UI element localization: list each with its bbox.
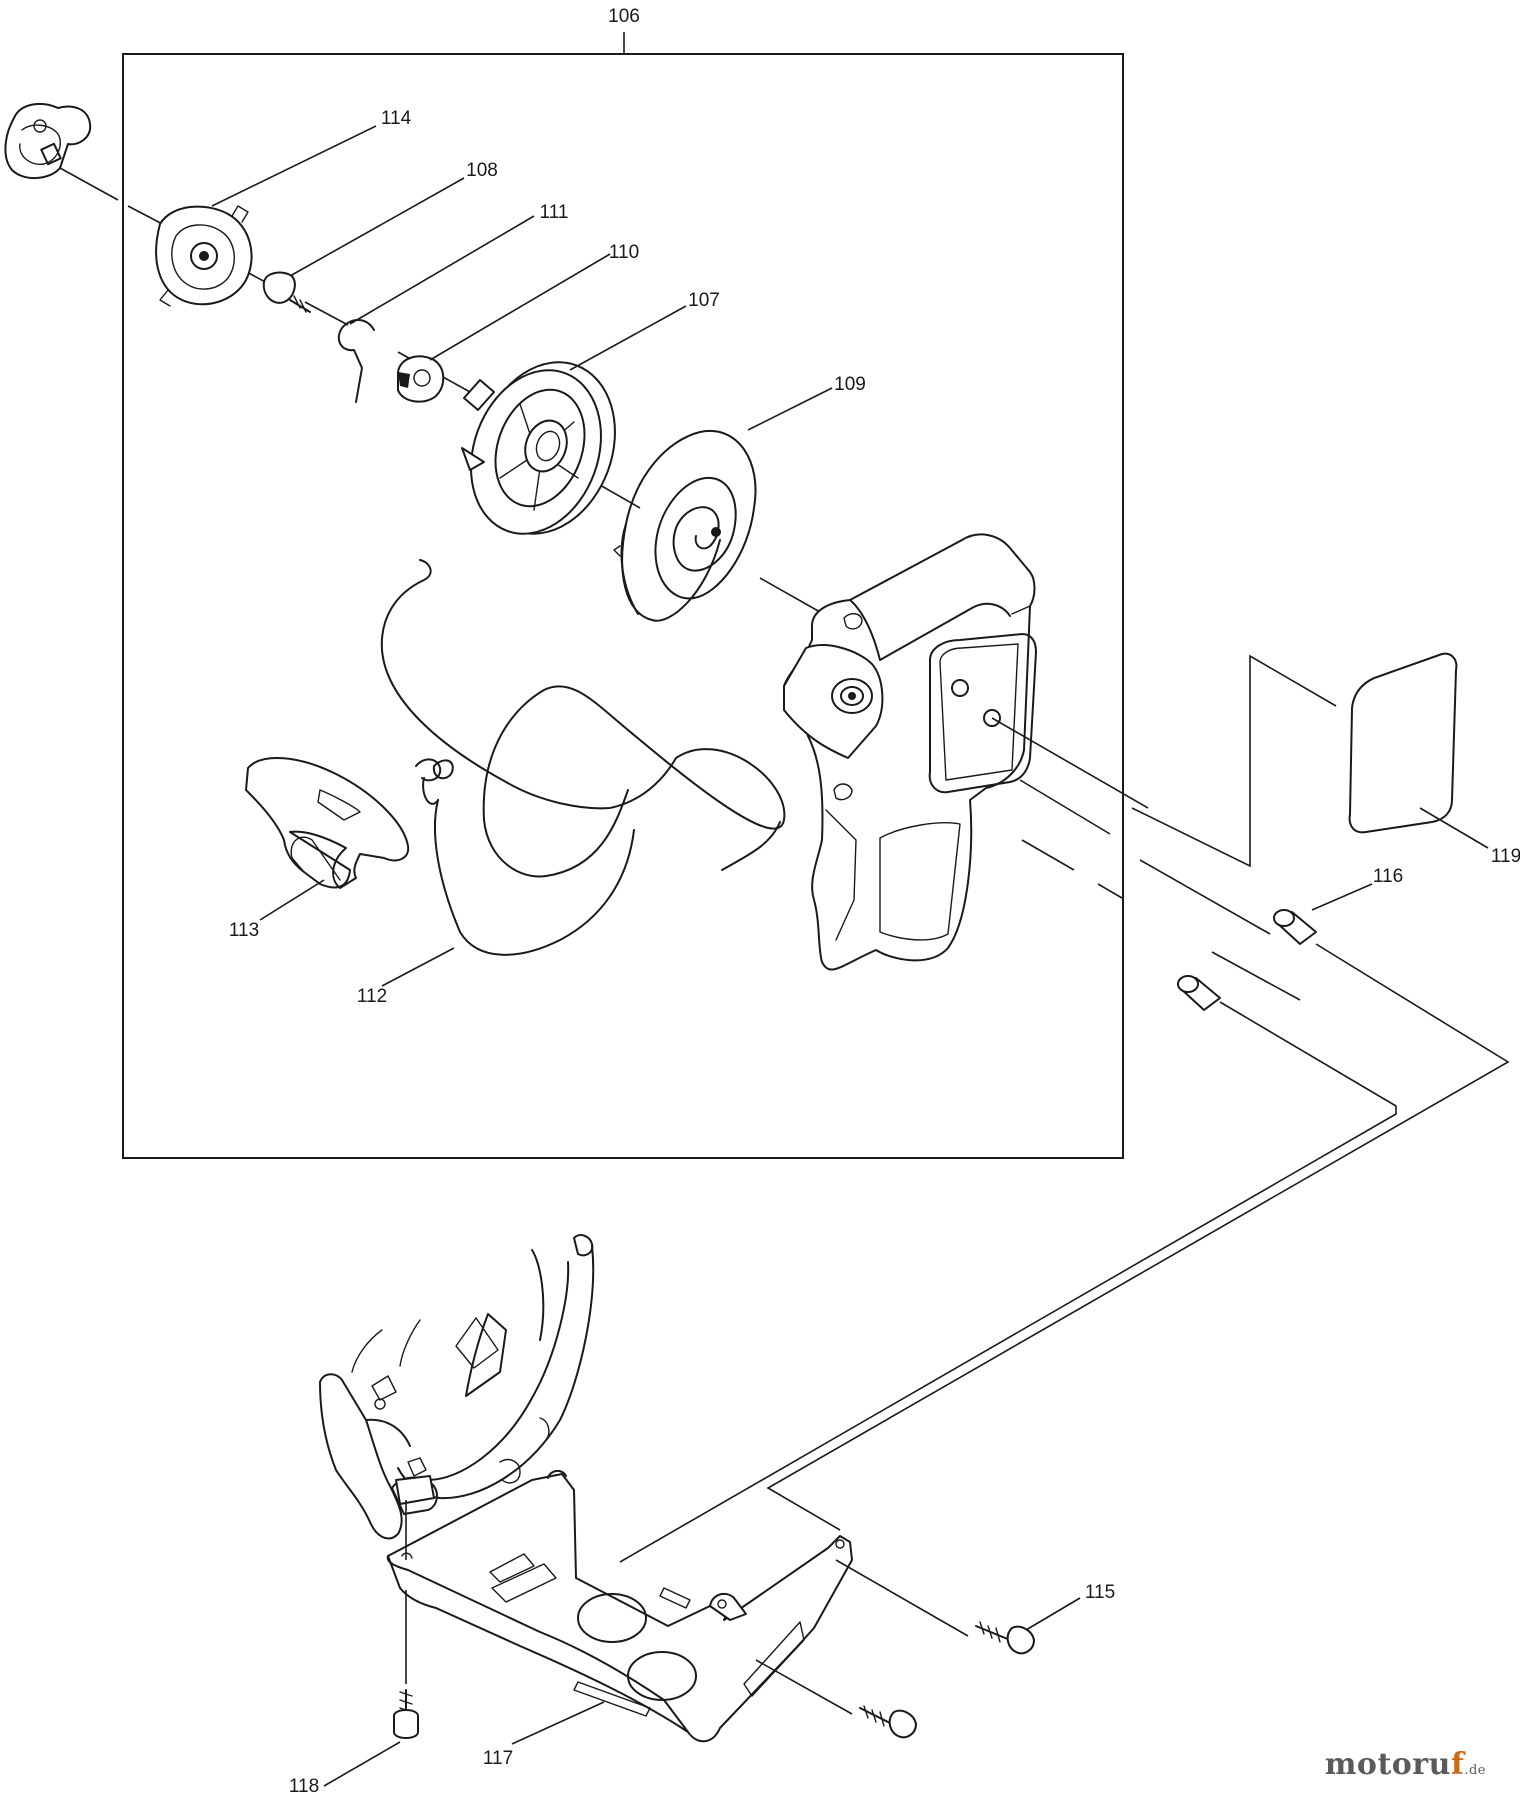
watermark-accent: f [1450,1747,1465,1782]
label-119: 119 [1491,846,1520,867]
part-110-ratchet: 110 [397,242,639,403]
part-119-pad: 119 [1131,652,1520,868]
part-115-bolts: 115 [755,1559,1115,1739]
starter-housing [783,533,1037,971]
part-107-rope-reel: 107 [461,290,720,535]
engine-crankcase [319,1234,595,1540]
part-114-pawl-holder: 114 [155,108,412,307]
label-108: 108 [466,160,498,181]
label-116: 116 [1373,866,1403,887]
assembly-box [122,53,1124,1159]
label-109: 109 [834,374,866,395]
watermark-logo: motoruf.de [1325,1747,1486,1782]
part-113-starter-handle: 113 [229,757,410,941]
label-113: 113 [229,920,259,941]
watermark-tld: .de [1464,1763,1486,1778]
label-114: 114 [381,108,412,129]
lower-axis-lines [619,943,1510,1563]
label-117: 117 [483,1748,513,1769]
part-112-starter-rope: 112 [357,559,786,1007]
label-106: 106 [608,6,640,27]
part-108-screw: 108 [262,160,498,313]
part-117-bracket-plate: 117 [386,1470,853,1769]
part-109-recoil-spring: 109 [613,374,866,622]
part-118-screw: 118 [289,1500,419,1797]
label-111: 111 [540,202,569,223]
flywheel-hub [4,102,92,179]
label-118: 118 [289,1776,319,1797]
label-107: 107 [688,290,720,311]
label-115: 115 [1085,1582,1115,1603]
label-110: 110 [609,242,639,263]
part-116-collars: 116 [1177,866,1403,1011]
assembly-106-group: 106 [122,6,1124,1159]
label-112: 112 [357,986,387,1007]
watermark-main: motoru [1324,1747,1451,1782]
mount-axis-lines [991,717,1301,1001]
part-111-spring-clip: 111 [337,202,569,403]
